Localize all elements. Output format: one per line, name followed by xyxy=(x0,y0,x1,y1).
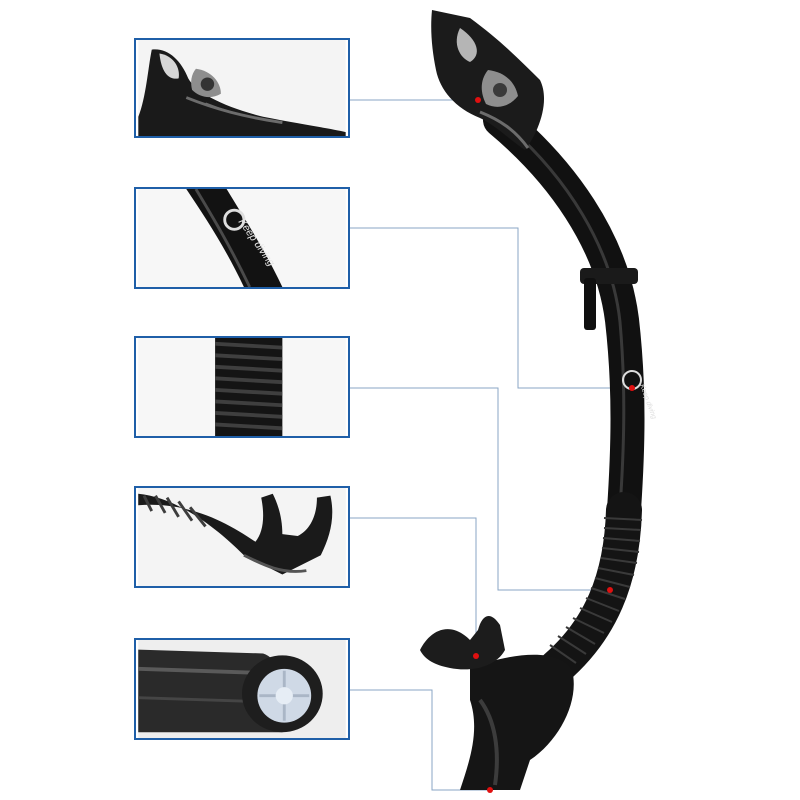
marker-logo xyxy=(629,385,635,391)
callout-hose xyxy=(134,336,350,438)
marker-valve xyxy=(475,97,481,103)
leader-line-hose xyxy=(350,387,610,591)
callout-valve xyxy=(134,38,350,138)
leader-lines xyxy=(350,99,632,791)
snorkel-body: Keep diving xyxy=(420,10,657,790)
callout-logo: Keep diving xyxy=(134,187,350,289)
hose-ribs xyxy=(549,517,643,664)
snorkel-tube-upper xyxy=(483,103,645,527)
marker-mouthpiece xyxy=(473,653,479,659)
callout-markers xyxy=(473,97,635,793)
callout-purge-valve xyxy=(134,638,350,740)
purge-body xyxy=(460,654,574,790)
callout-mouthpiece xyxy=(134,486,350,588)
snorkel-hose-corrugated xyxy=(538,492,642,686)
leader-line-logo xyxy=(350,227,632,389)
marker-purge xyxy=(487,787,493,793)
logo-mark-detail xyxy=(223,208,246,231)
mouthpiece-shape xyxy=(420,615,505,670)
leader-line-mouthpiece xyxy=(350,517,477,656)
marker-hose xyxy=(607,587,613,593)
